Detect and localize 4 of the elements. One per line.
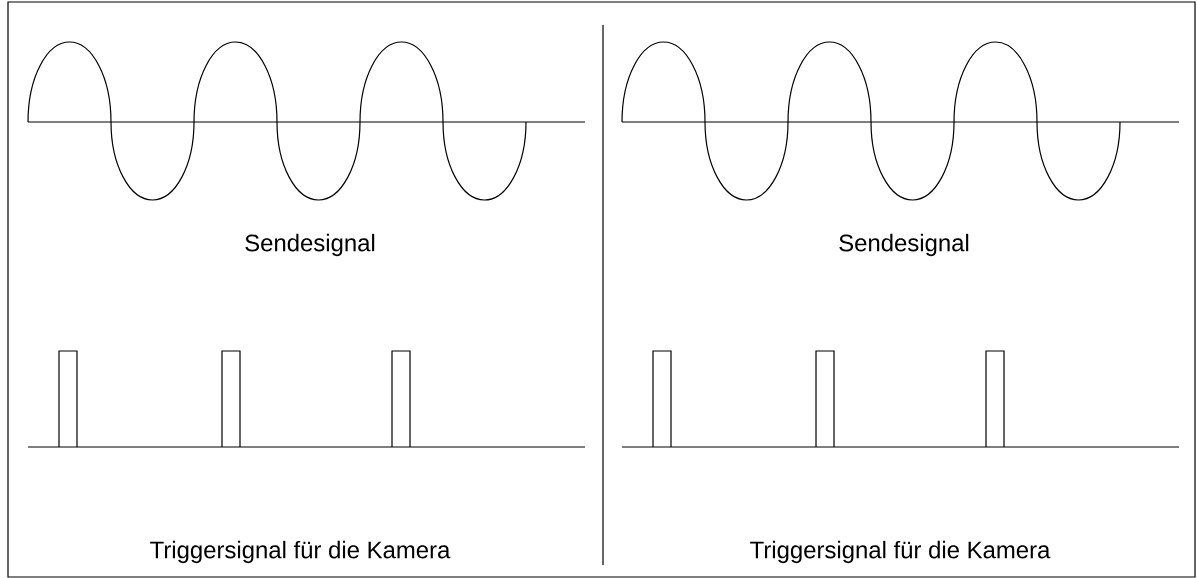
signal-label: Triggersignal für die Kamera <box>150 540 451 564</box>
signal-label: Sendesignal <box>245 233 375 257</box>
signal-label: Sendesignal <box>839 233 969 257</box>
signal-label: Triggersignal für die Kamera <box>750 540 1051 564</box>
